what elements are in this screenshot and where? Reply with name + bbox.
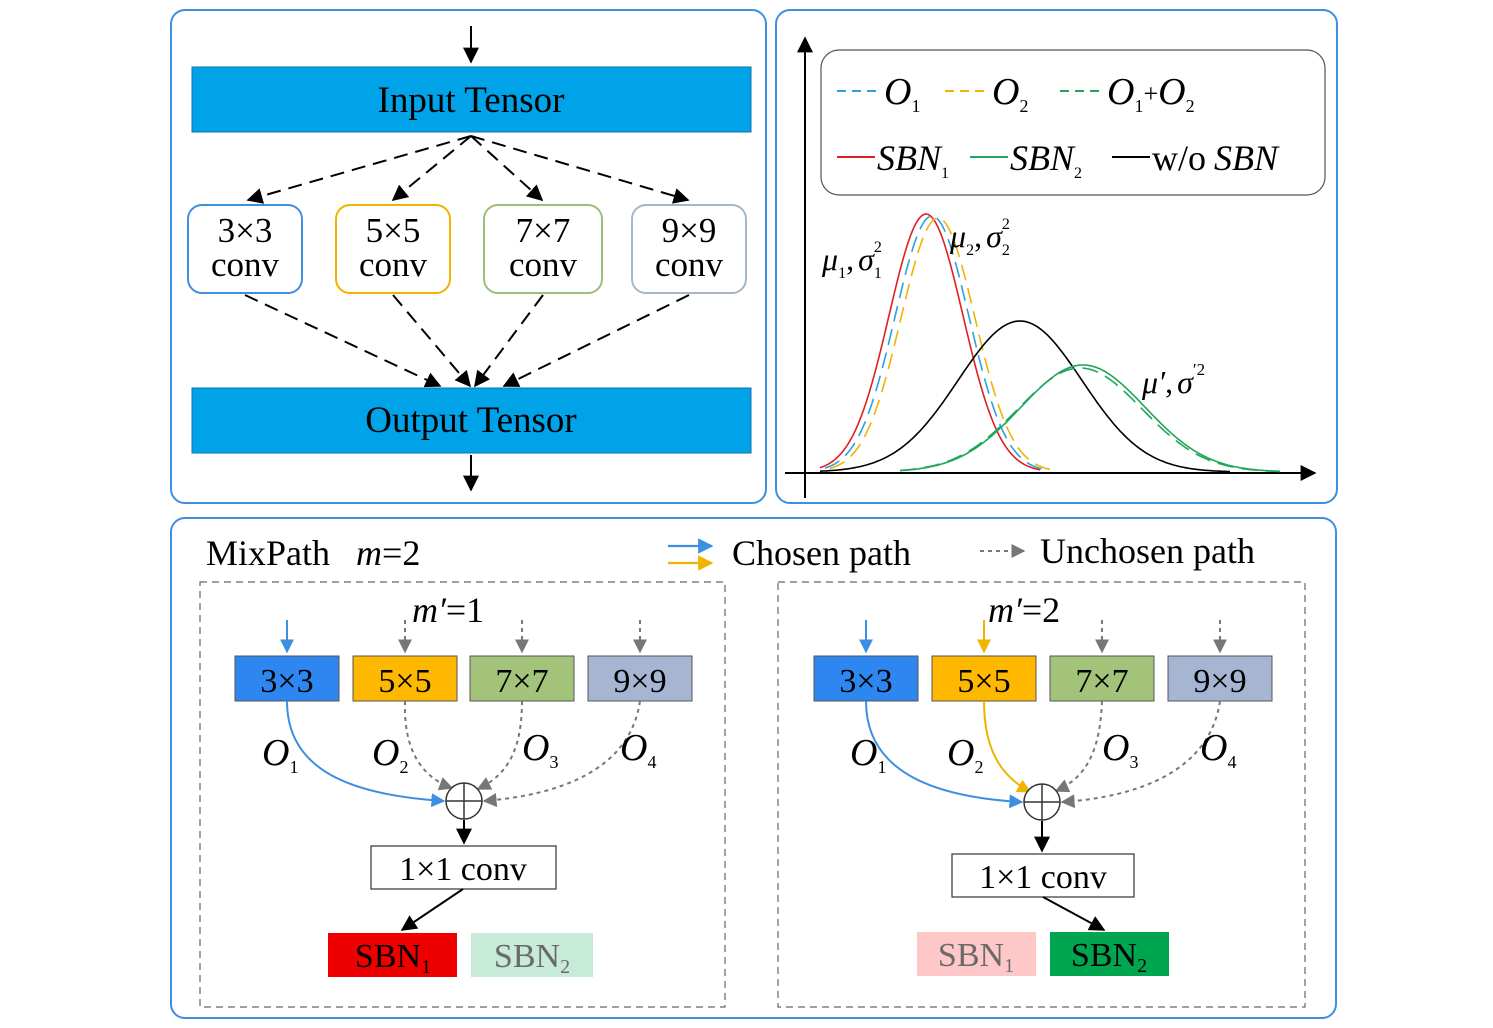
right-sbn1-label: SBN1 [938, 937, 1014, 977]
kernel-op-7x7: conv [509, 245, 578, 284]
input-tensor-label: Input Tensor [378, 80, 565, 121]
right-subpanel [777, 581, 1306, 1008]
left-kernel-7x7-label: 7×7 [495, 663, 548, 700]
right-sbn1-box [917, 932, 1036, 976]
left-subpanel [199, 581, 726, 1008]
fan-out-arrows [246, 135, 690, 204]
output-tensor-label: Output Tensor [365, 400, 577, 441]
right-path-o2-chosen [983, 700, 1032, 793]
kernel-size-5x5: 5×5 [366, 211, 421, 250]
legend-label-sbn2: SBN2 [1010, 138, 1082, 182]
left-kernel-9x9-label: 9×9 [613, 663, 666, 700]
legend-label-o1: O1 [884, 71, 920, 116]
right-conv1x1-box [951, 853, 1135, 898]
left-sbn2-label: SBN2 [494, 938, 570, 978]
left-conv1x1-label: 1×1 conv [399, 851, 527, 888]
right-kernel-5x5 [931, 655, 1037, 702]
kernel-size-7x7: 7×7 [516, 211, 571, 250]
right-output-o2: O2 [947, 732, 983, 777]
input-tensor-box [191, 66, 752, 133]
kernel-op-9x9: conv [655, 245, 724, 284]
plot-legend [820, 49, 1326, 196]
curve-o2 [829, 217, 1051, 471]
left-m-prime-label: m′=1 [412, 590, 484, 630]
kernel-box-3x3 [187, 204, 303, 294]
left-output-o3: O3 [522, 727, 558, 772]
right-output-o4: O4 [1200, 727, 1236, 772]
left-output-o2: O2 [372, 732, 408, 777]
annotation-mu2-sigma2: μ2,σ22 [949, 216, 1010, 259]
kernel-size-3x3: 3×3 [218, 211, 273, 250]
fan-in-arrows [244, 294, 690, 388]
right-output-o1: O1 [850, 732, 886, 777]
left-path-o2-unchosen [403, 700, 454, 791]
output-tensor-box [191, 387, 752, 454]
right-conv-to-sbn-arrow [1042, 896, 1106, 931]
curves [819, 213, 1281, 473]
left-path-o3-unchosen [476, 700, 523, 790]
legend-chosen-label: Chosen path [732, 533, 911, 573]
right-kernel-5x5-label: 5×5 [957, 663, 1010, 700]
annotation-mu1-sigma1: μ1,σ12 [821, 239, 882, 282]
curve-wo-sbn [819, 320, 1230, 473]
kernel-size-9x9: 9×9 [662, 211, 717, 250]
right-kernel-3x3 [813, 655, 919, 702]
legend-label-sbn1: SBN1 [877, 138, 949, 182]
legend-unchosen-label: Unchosen path [1040, 531, 1255, 571]
left-kernel-3x3 [234, 655, 340, 702]
curve-sbn2 [899, 364, 1281, 473]
kernel-box-7x7 [483, 204, 603, 294]
right-kernel-7x7-label: 7×7 [1075, 663, 1128, 700]
right-kernel-9x9-label: 9×9 [1193, 663, 1246, 700]
kernel-box-9x9 [631, 204, 747, 294]
mixconv-diagram: Input Tensor 3×3 conv 5×5 conv 7×7 conv … [187, 26, 752, 492]
left-sbn2-box [471, 933, 593, 977]
left-kernel-3x3-label: 3×3 [260, 663, 313, 700]
right-output-o3: O3 [1102, 727, 1138, 772]
annotation-mu-prime-sigma-prime: μ′,σ′2 [1141, 360, 1205, 400]
left-kernel-7x7 [469, 655, 575, 702]
left-kernel-5x5-label: 5×5 [378, 663, 431, 700]
right-sum-node [1023, 783, 1061, 821]
kernel-op-3x3: conv [211, 245, 280, 284]
right-kernel-3x3-label: 3×3 [839, 663, 892, 700]
right-sbn2-box [1050, 932, 1169, 976]
left-sbn1-box [328, 933, 457, 977]
legend-label-o2: O2 [992, 71, 1028, 116]
right-m-prime-label: m′=2 [988, 590, 1060, 630]
kernel-op-5x5: conv [359, 245, 428, 284]
left-conv-to-sbn-arrow [400, 888, 464, 931]
curve-o1-plus-o2 [899, 367, 1280, 473]
right-sbn2-label: SBN2 [1071, 937, 1147, 977]
left-output-o1: O1 [262, 732, 298, 777]
right-path-o3-unchosen [1054, 700, 1103, 793]
kernel-box-5x5 [335, 204, 451, 294]
right-path-o4-unchosen [1060, 700, 1221, 809]
right-path-o1-chosen [865, 700, 1024, 809]
left-conv1x1-box [370, 845, 557, 890]
right-conv1x1-label: 1×1 conv [979, 859, 1107, 896]
left-sbn1-label: SBN1 [355, 938, 431, 978]
left-sum-node [445, 782, 483, 820]
left-output-o4: O4 [620, 727, 656, 772]
left-path-o4-unchosen [482, 700, 641, 807]
legend-label-o1-plus-o2: O1+O2 [1107, 71, 1195, 116]
panel-top-left [170, 9, 767, 504]
curve-sbn1 [819, 213, 1041, 471]
curve-o1 [824, 215, 1046, 471]
left-path-o1-chosen [286, 700, 446, 808]
